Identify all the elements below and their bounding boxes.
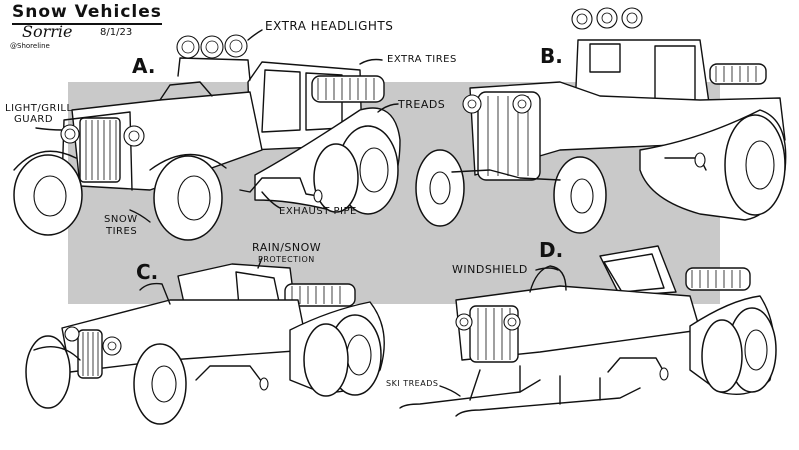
label-windshield: Windshield (452, 263, 528, 276)
label-ski-treads: Ski Treads (386, 379, 439, 388)
vehicle-a-drawing (13, 34, 401, 241)
artist-handle: @Shoreline (10, 42, 50, 50)
vehicle-b-letter: B. (540, 44, 563, 68)
vehicle-c-letter: C. (136, 260, 159, 284)
label-snow-tires-line2: Tires (106, 226, 138, 237)
label-light-grill-guard-line1: Light/Grill (5, 103, 73, 114)
label-rain-snow-line2: Protection (258, 255, 315, 264)
vehicle-d-letter: D. (539, 238, 564, 262)
vehicle-d-drawing (399, 245, 777, 417)
label-light-grill-guard-line2: Guard (14, 114, 54, 125)
label-snow-tires-line1: Snow (104, 214, 138, 225)
page-title: Snow Vehicles (12, 2, 162, 25)
vehicle-a-letter: A. (132, 54, 156, 78)
label-extra-headlights: Extra Headlights (265, 19, 394, 33)
label-rain-snow-line1: Rain/Snow (252, 241, 322, 254)
label-treads: Treads (398, 98, 446, 111)
label-extra-tires: Extra Tires (387, 54, 457, 65)
sketch-date: 8/1/23 (100, 27, 133, 38)
vehicle-c-drawing (25, 263, 385, 425)
artist-signature: Sorrie (22, 22, 73, 41)
vehicle-b-drawing (415, 7, 787, 234)
label-leader-lines (35, 29, 559, 397)
label-exhaust-pipe: Exhaust Pipe (279, 206, 357, 217)
